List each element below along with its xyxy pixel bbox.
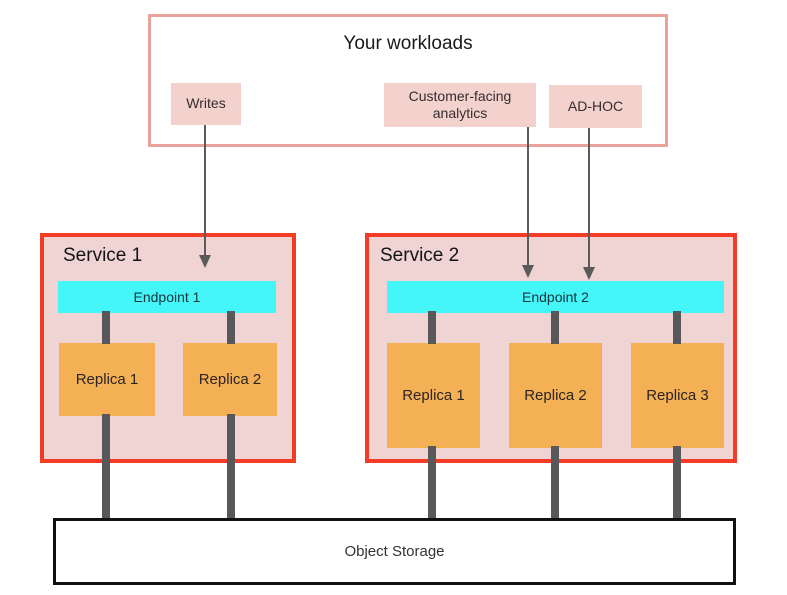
arrowhead-writes-icon bbox=[199, 255, 211, 268]
connector-endpoint1-replica2 bbox=[227, 311, 235, 344]
endpoint1-bar: Endpoint 1 bbox=[58, 281, 276, 313]
workload-item-customer-facing-analytics: Customer-facing analytics bbox=[384, 83, 536, 127]
connector-endpoint2-replica1 bbox=[428, 311, 436, 344]
service2-replica3-box: Replica 3 bbox=[631, 343, 724, 448]
connector-endpoint2-replica3 bbox=[673, 311, 681, 344]
workload-item-adhoc: AD-HOC bbox=[549, 85, 642, 128]
arrow-writes-to-endpoint1 bbox=[204, 125, 206, 255]
service2-replica2-box: Replica 2 bbox=[509, 343, 602, 448]
workloads-title: Your workloads bbox=[343, 33, 473, 54]
endpoint2-bar: Endpoint 2 bbox=[387, 281, 724, 313]
service2-replica1-box: Replica 1 bbox=[387, 343, 480, 448]
arrowhead-analytics-icon bbox=[522, 265, 534, 278]
connector-endpoint2-replica2 bbox=[551, 311, 559, 344]
arrow-analytics-to-endpoint2 bbox=[527, 127, 529, 265]
service1-title: Service 1 bbox=[63, 245, 143, 266]
object-storage-label: Object Storage bbox=[344, 543, 445, 560]
object-storage-box: Object Storage bbox=[53, 518, 736, 585]
workload-item-writes: Writes bbox=[171, 83, 241, 125]
connector-service1-replica2-storage bbox=[227, 414, 235, 521]
arrowhead-adhoc-icon bbox=[583, 267, 595, 280]
connector-service2-replica3-storage bbox=[673, 446, 681, 521]
service1-replica2-box: Replica 2 bbox=[183, 343, 277, 416]
connector-service2-replica2-storage bbox=[551, 446, 559, 521]
service1-replica1-box: Replica 1 bbox=[59, 343, 155, 416]
arrow-adhoc-to-endpoint2 bbox=[588, 128, 590, 267]
connector-service2-replica1-storage bbox=[428, 446, 436, 521]
connector-endpoint1-replica1 bbox=[102, 311, 110, 344]
service2-title: Service 2 bbox=[380, 245, 460, 266]
connector-service1-replica1-storage bbox=[102, 414, 110, 521]
